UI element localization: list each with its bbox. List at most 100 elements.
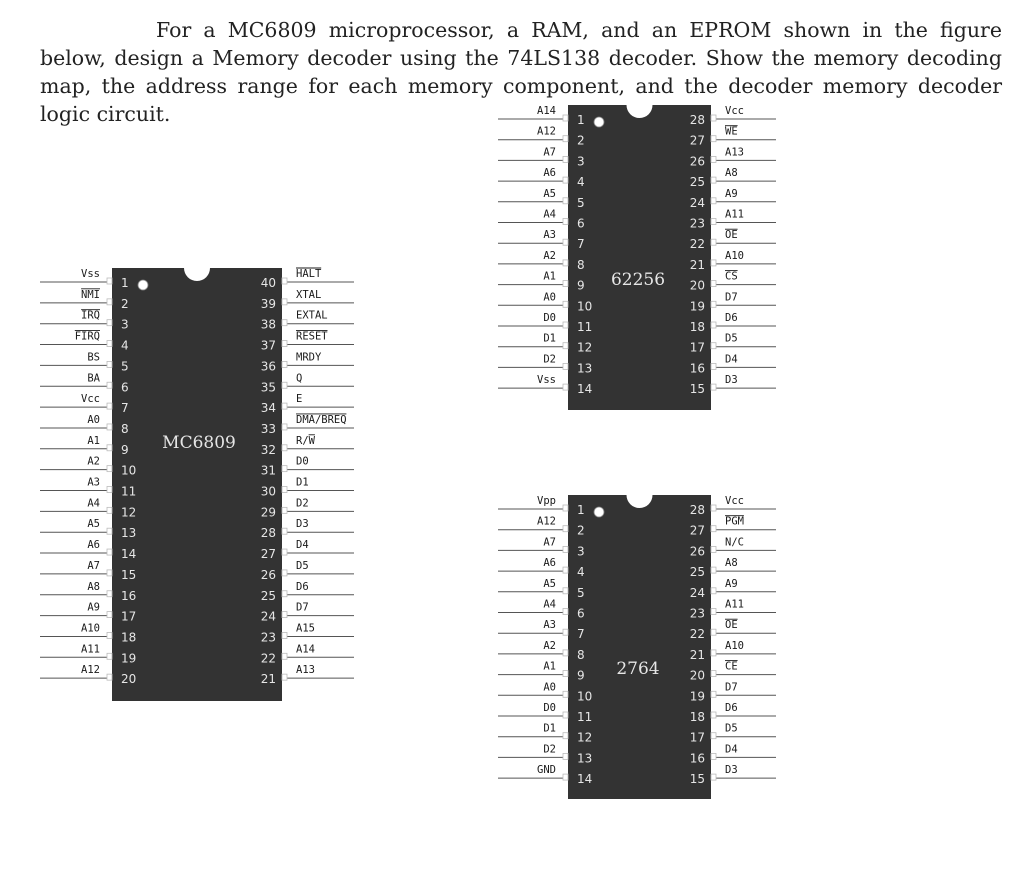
signal-name: MRDY (296, 351, 322, 363)
signal-name: A2 (543, 250, 556, 262)
pin-number: 5 (121, 359, 129, 373)
mc6809-chip: MC68091Vss40HALT2NMI39XTAL3IRQ38EXTAL4FI… (40, 267, 354, 701)
signal-name: D1 (296, 477, 309, 489)
eprom-pin-3-a7: 3A7 (498, 536, 585, 558)
ram-pin-9-a1: 9A1 (498, 271, 585, 293)
signal-name: BA (87, 372, 100, 384)
signal-name: CE (725, 661, 738, 673)
pin-number: 39 (261, 297, 276, 311)
signal-name: D5 (296, 560, 309, 572)
signal-name: D7 (725, 681, 738, 693)
chip-label: 2764 (616, 659, 659, 679)
pin-number: 12 (577, 341, 592, 355)
pin-number: 11 (577, 710, 592, 724)
pin-number: 20 (690, 669, 705, 683)
signal-name: D3 (725, 374, 738, 386)
signal-name: D6 (296, 581, 309, 593)
pin1-dot (593, 116, 605, 128)
mc6809-pin-35-q: 35Q (261, 372, 354, 394)
signal-name: A6 (543, 167, 556, 179)
pin-number: 25 (261, 589, 276, 603)
pin-number: 22 (690, 237, 705, 251)
pin-number: 1 (577, 113, 585, 127)
pin-number: 15 (690, 382, 705, 396)
signal-name: A2 (87, 456, 100, 468)
pin-number: 20 (690, 279, 705, 293)
signal-name: A5 (543, 578, 556, 590)
pin-number: 2 (121, 297, 129, 311)
signal-name: A1 (87, 435, 100, 447)
pin-number: 3 (577, 544, 585, 558)
pin-number: 11 (577, 320, 592, 334)
chip-label: 62256 (611, 270, 665, 290)
pin-number: 28 (690, 503, 705, 517)
pin-number: 9 (121, 443, 129, 457)
signal-name: A10 (725, 640, 744, 652)
eprom-2764-chip: 27641Vpp28Vcc2A1227PGM3A726N/C4A625A85A5… (498, 495, 776, 799)
pin-number: 16 (690, 751, 705, 765)
ram-pin-5-a5: 5A5 (498, 188, 585, 210)
mc6809-pin-32-r-w: 32R/W (261, 434, 354, 457)
signal-name: Vpp (537, 495, 556, 507)
signal-name: A1 (543, 271, 556, 283)
pin-number: 11 (121, 485, 136, 499)
pin-number: 1 (577, 503, 585, 517)
mc6809-pin-8-a0: 8A0 (40, 414, 129, 436)
pin-number: 13 (121, 526, 136, 540)
pin-number: 7 (577, 627, 585, 641)
pin-number: 15 (690, 772, 705, 786)
pin-number: 17 (690, 731, 705, 745)
signal-name: OE (725, 229, 738, 241)
eprom-pin-7-a3: 7 A3 (498, 619, 585, 641)
signal-name: A10 (81, 622, 100, 634)
pin-number: 17 (121, 610, 136, 624)
pin-number: 2 (577, 524, 585, 538)
pin-number: 24 (261, 610, 276, 624)
eprom-pin-9-a1: 9A1 (498, 661, 585, 683)
pin-number: 16 (690, 361, 705, 375)
signal-name: Vss (537, 374, 556, 386)
pin-number: 27 (690, 524, 705, 538)
mc6809-pin-9-a1: 9 A1 (40, 435, 129, 457)
pin-number: 15 (121, 568, 136, 582)
pin-number: 36 (261, 359, 276, 373)
pin-number: 22 (261, 651, 276, 665)
signal-name: D7 (725, 291, 738, 303)
signal-name: A3 (543, 619, 556, 631)
pin-number: 21 (690, 258, 705, 272)
signal-name: D6 (725, 702, 738, 714)
signal-name: A11 (81, 643, 100, 655)
pin-number: 23 (690, 217, 705, 231)
signal-name: A12 (81, 664, 100, 676)
chip-body (568, 495, 711, 799)
signal-name: D2 (543, 353, 556, 365)
pin-number: 12 (121, 505, 136, 519)
pin-number: 19 (690, 299, 705, 313)
pin-number: 8 (577, 648, 585, 662)
mc6809-pin-6-ba: 6BA (40, 372, 129, 394)
pin-number: 23 (261, 630, 276, 644)
